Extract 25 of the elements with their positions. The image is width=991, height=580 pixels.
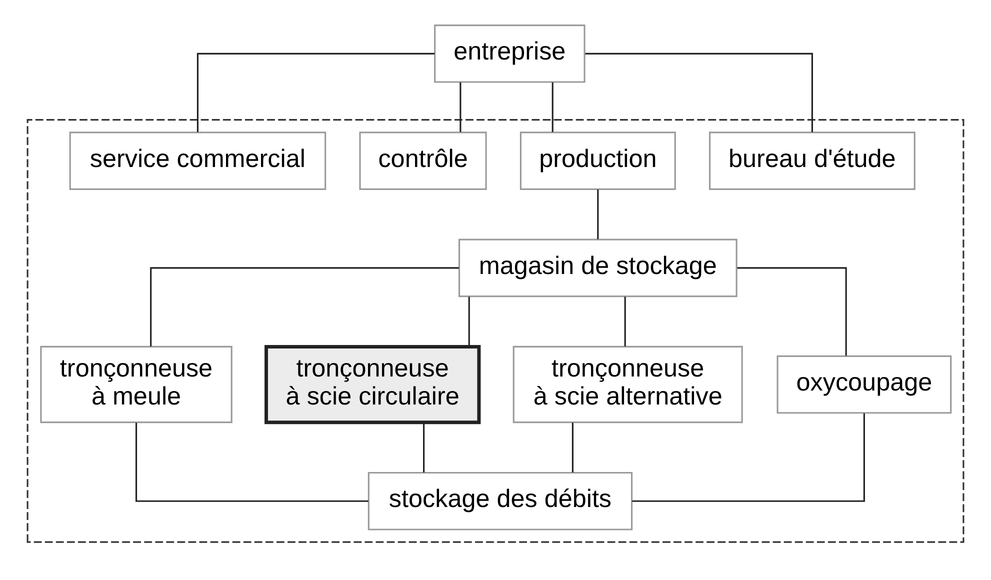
node-box: oxycoupage (776, 355, 952, 414)
connector (460, 82, 462, 132)
connector (552, 82, 554, 132)
connector (624, 296, 626, 346)
connector (468, 296, 470, 346)
connector (150, 267, 459, 346)
cluster (26, 119, 964, 543)
connector (135, 422, 368, 502)
node-box: bureau d'étude (709, 132, 916, 190)
connector (737, 267, 847, 356)
connector (196, 52, 435, 132)
node-box: magasin de stockage (458, 238, 738, 298)
connector (572, 422, 574, 472)
node-box: contrôle (359, 132, 487, 190)
node-box: tronçonneuse à scie circulaire (264, 344, 481, 424)
node-box: production (520, 132, 676, 190)
node-box: tronçonneuse à scie alternative (512, 346, 743, 424)
connector (632, 413, 865, 502)
node-box: entreprise (434, 24, 586, 83)
connector (423, 422, 425, 472)
node-box: service commercial (69, 132, 326, 190)
node-box: tronçonneuse à meule (40, 346, 232, 424)
node-box: stockage des débits (368, 472, 633, 530)
connector (585, 52, 813, 132)
connector (597, 190, 599, 240)
